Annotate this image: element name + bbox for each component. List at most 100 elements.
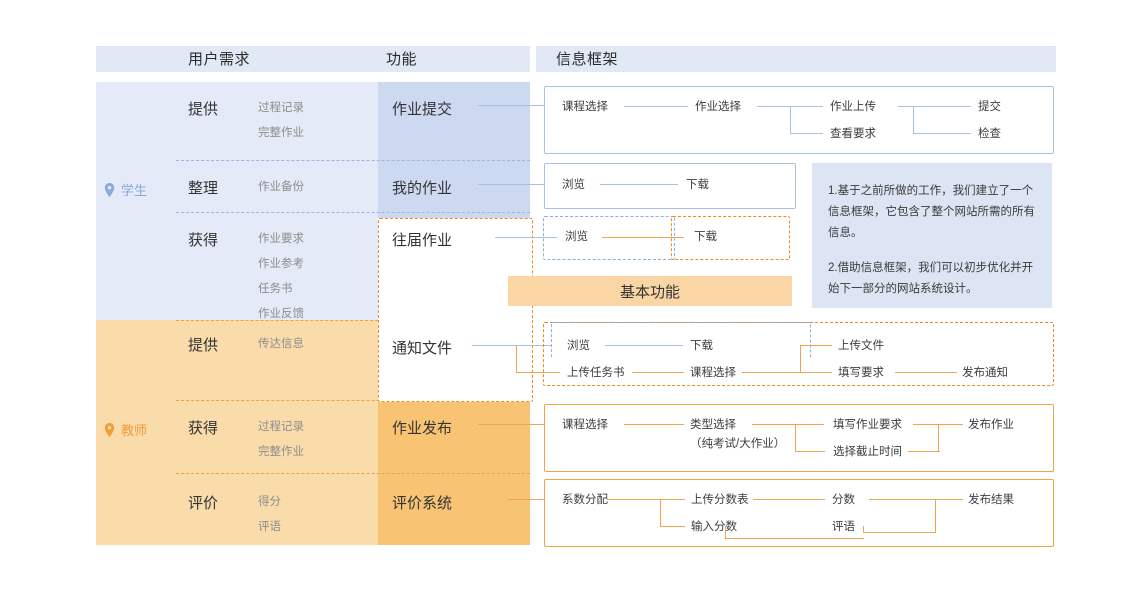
need-sub-submit-0: 过程记录	[258, 102, 304, 114]
line-notice-a	[605, 345, 683, 347]
node-pasthomework-1: 下载	[694, 231, 717, 243]
role-label-student-text: 学生	[121, 183, 148, 198]
feature-myhomework: 我的作业	[392, 180, 453, 197]
need-title-pasthomework: 获得	[188, 232, 219, 249]
line-publish-branch-v	[795, 424, 797, 452]
location-pin-icon	[104, 182, 115, 197]
need-sub-publish-1: 完整作业	[258, 446, 304, 458]
role-label-teacher: 教师	[104, 420, 147, 439]
feature-evaluate: 评价系统	[392, 495, 453, 512]
needs-column-student-bg	[96, 82, 378, 320]
line-evaluate-a	[607, 499, 685, 501]
node-evaluate-5: 发布结果	[968, 494, 1014, 506]
feature-submit: 作业提交	[392, 101, 453, 118]
line-submit-branch2-v	[913, 106, 915, 134]
line-evaluate-c	[869, 499, 963, 501]
node-notice-6: 发布通知	[962, 367, 1008, 379]
line-notice-d	[895, 372, 957, 374]
note-paragraph-2: 2.借助信息框架，我们可以初步优化并开始下一部分的网站系统设计。	[828, 262, 1034, 295]
need-sub-pasthomework-2: 任务书	[258, 283, 293, 295]
node-evaluate-0: 系数分配	[562, 494, 608, 506]
line-publish-branch2-v	[938, 424, 940, 452]
need-sub-evaluate-0: 得分	[258, 496, 281, 508]
row-sep-3	[176, 320, 378, 321]
need-sub-pasthomework-0: 作业要求	[258, 233, 304, 245]
header-framework: 信息框架	[556, 51, 619, 68]
basic-function-banner: 基本功能	[508, 276, 792, 306]
need-sub-pasthomework-1: 作业参考	[258, 258, 304, 270]
node-notice-1: 下载	[690, 340, 713, 352]
node-submit-0: 课程选择	[562, 101, 608, 113]
line-publish-b	[752, 424, 824, 426]
row-sep-1	[176, 160, 530, 161]
need-title-evaluate: 评价	[188, 495, 219, 512]
need-sub-submit-1: 完整作业	[258, 127, 304, 139]
connector-myhomework	[478, 184, 544, 186]
line-notice-branch-h	[800, 345, 832, 347]
note-panel: 1.基于之前所做的工作，我们建立了一个信息框架，它包含了整个网站所需的所有信息。…	[812, 163, 1052, 308]
node-submit-2: 作业上传	[830, 101, 876, 113]
node-submit-1: 作业选择	[695, 101, 741, 113]
line-submit-c	[898, 106, 971, 108]
need-title-notice: 提供	[188, 337, 219, 354]
line-submit-branch2-h	[913, 133, 971, 135]
line-publish-branch-h	[795, 451, 825, 453]
line-myhomework-a	[600, 184, 678, 186]
node-evaluate-2: 输入分数	[691, 521, 737, 533]
line-evaluate-d	[725, 538, 864, 540]
need-sub-publish-0: 过程记录	[258, 421, 304, 433]
node-submit-5: 检查	[978, 128, 1001, 140]
framework-dash-blue-notice	[551, 322, 811, 359]
header-band-left	[96, 46, 530, 72]
line-pasthomework-a	[602, 237, 684, 239]
location-pin-icon	[104, 422, 115, 437]
header-function: 功能	[386, 51, 418, 68]
framework-box-submit	[544, 86, 1054, 154]
line-notice-c	[742, 372, 832, 374]
need-title-myhomework: 整理	[188, 180, 219, 197]
node-notice-5: 填写要求	[838, 367, 884, 379]
node-publish-1: 类型选择	[690, 419, 736, 431]
node-publish-5: 发布作业	[968, 419, 1014, 431]
line-submit-a	[624, 106, 688, 108]
basic-function-banner-label: 基本功能	[619, 283, 680, 301]
line-evaluate-branch-v	[660, 499, 662, 527]
node-publish-2: （纯考试/大作业）	[690, 438, 786, 450]
role-label-student: 学生	[104, 180, 147, 199]
node-evaluate-1: 上传分数表	[691, 494, 749, 506]
node-notice-2: 上传任务书	[567, 367, 625, 379]
line-submit-branch-h	[790, 133, 823, 135]
connector-notice-elbow-h	[516, 372, 560, 374]
node-publish-0: 课程选择	[562, 419, 608, 431]
need-sub-notice-0: 传达信息	[258, 338, 304, 350]
node-publish-3: 填写作业要求	[833, 419, 902, 431]
feature-publish: 作业发布	[392, 420, 453, 437]
feature-notice-overlay: 通知文件	[392, 340, 453, 357]
basic-function-feature-group-frame	[378, 218, 533, 402]
line-notice-b	[632, 372, 684, 374]
needs-column-teacher-bg	[96, 320, 378, 545]
framework-dash-orange-pasthomework	[671, 216, 790, 260]
role-label-teacher-text: 教师	[121, 423, 148, 438]
header-band-right	[536, 46, 1056, 72]
row-sep-2	[176, 212, 530, 213]
node-pasthomework-0: 浏览	[565, 231, 588, 243]
note-paragraph-1: 1.基于之前所做的工作，我们建立了一个信息框架，它包含了整个网站所需的所有信息。	[828, 185, 1035, 239]
connector-evaluate	[508, 499, 556, 501]
node-publish-4: 选择截止时间	[833, 446, 902, 458]
line-evaluate-branch3-v	[863, 526, 865, 533]
need-sub-evaluate-1: 评语	[258, 521, 281, 533]
need-title-publish: 获得	[188, 420, 219, 437]
line-evaluate-b	[753, 499, 825, 501]
line-evaluate-e	[725, 526, 727, 539]
connector-notice-blue	[472, 345, 552, 347]
line-evaluate-branch2-h	[863, 532, 936, 534]
node-evaluate-4: 评语	[832, 521, 855, 533]
line-notice-branch-v	[800, 345, 802, 373]
line-publish-branch2-h	[908, 451, 940, 453]
connector-publish	[478, 424, 546, 426]
framework-box-myhomework	[544, 163, 796, 209]
node-myhomework-0: 浏览	[562, 179, 585, 191]
node-notice-4: 上传文件	[838, 340, 884, 352]
